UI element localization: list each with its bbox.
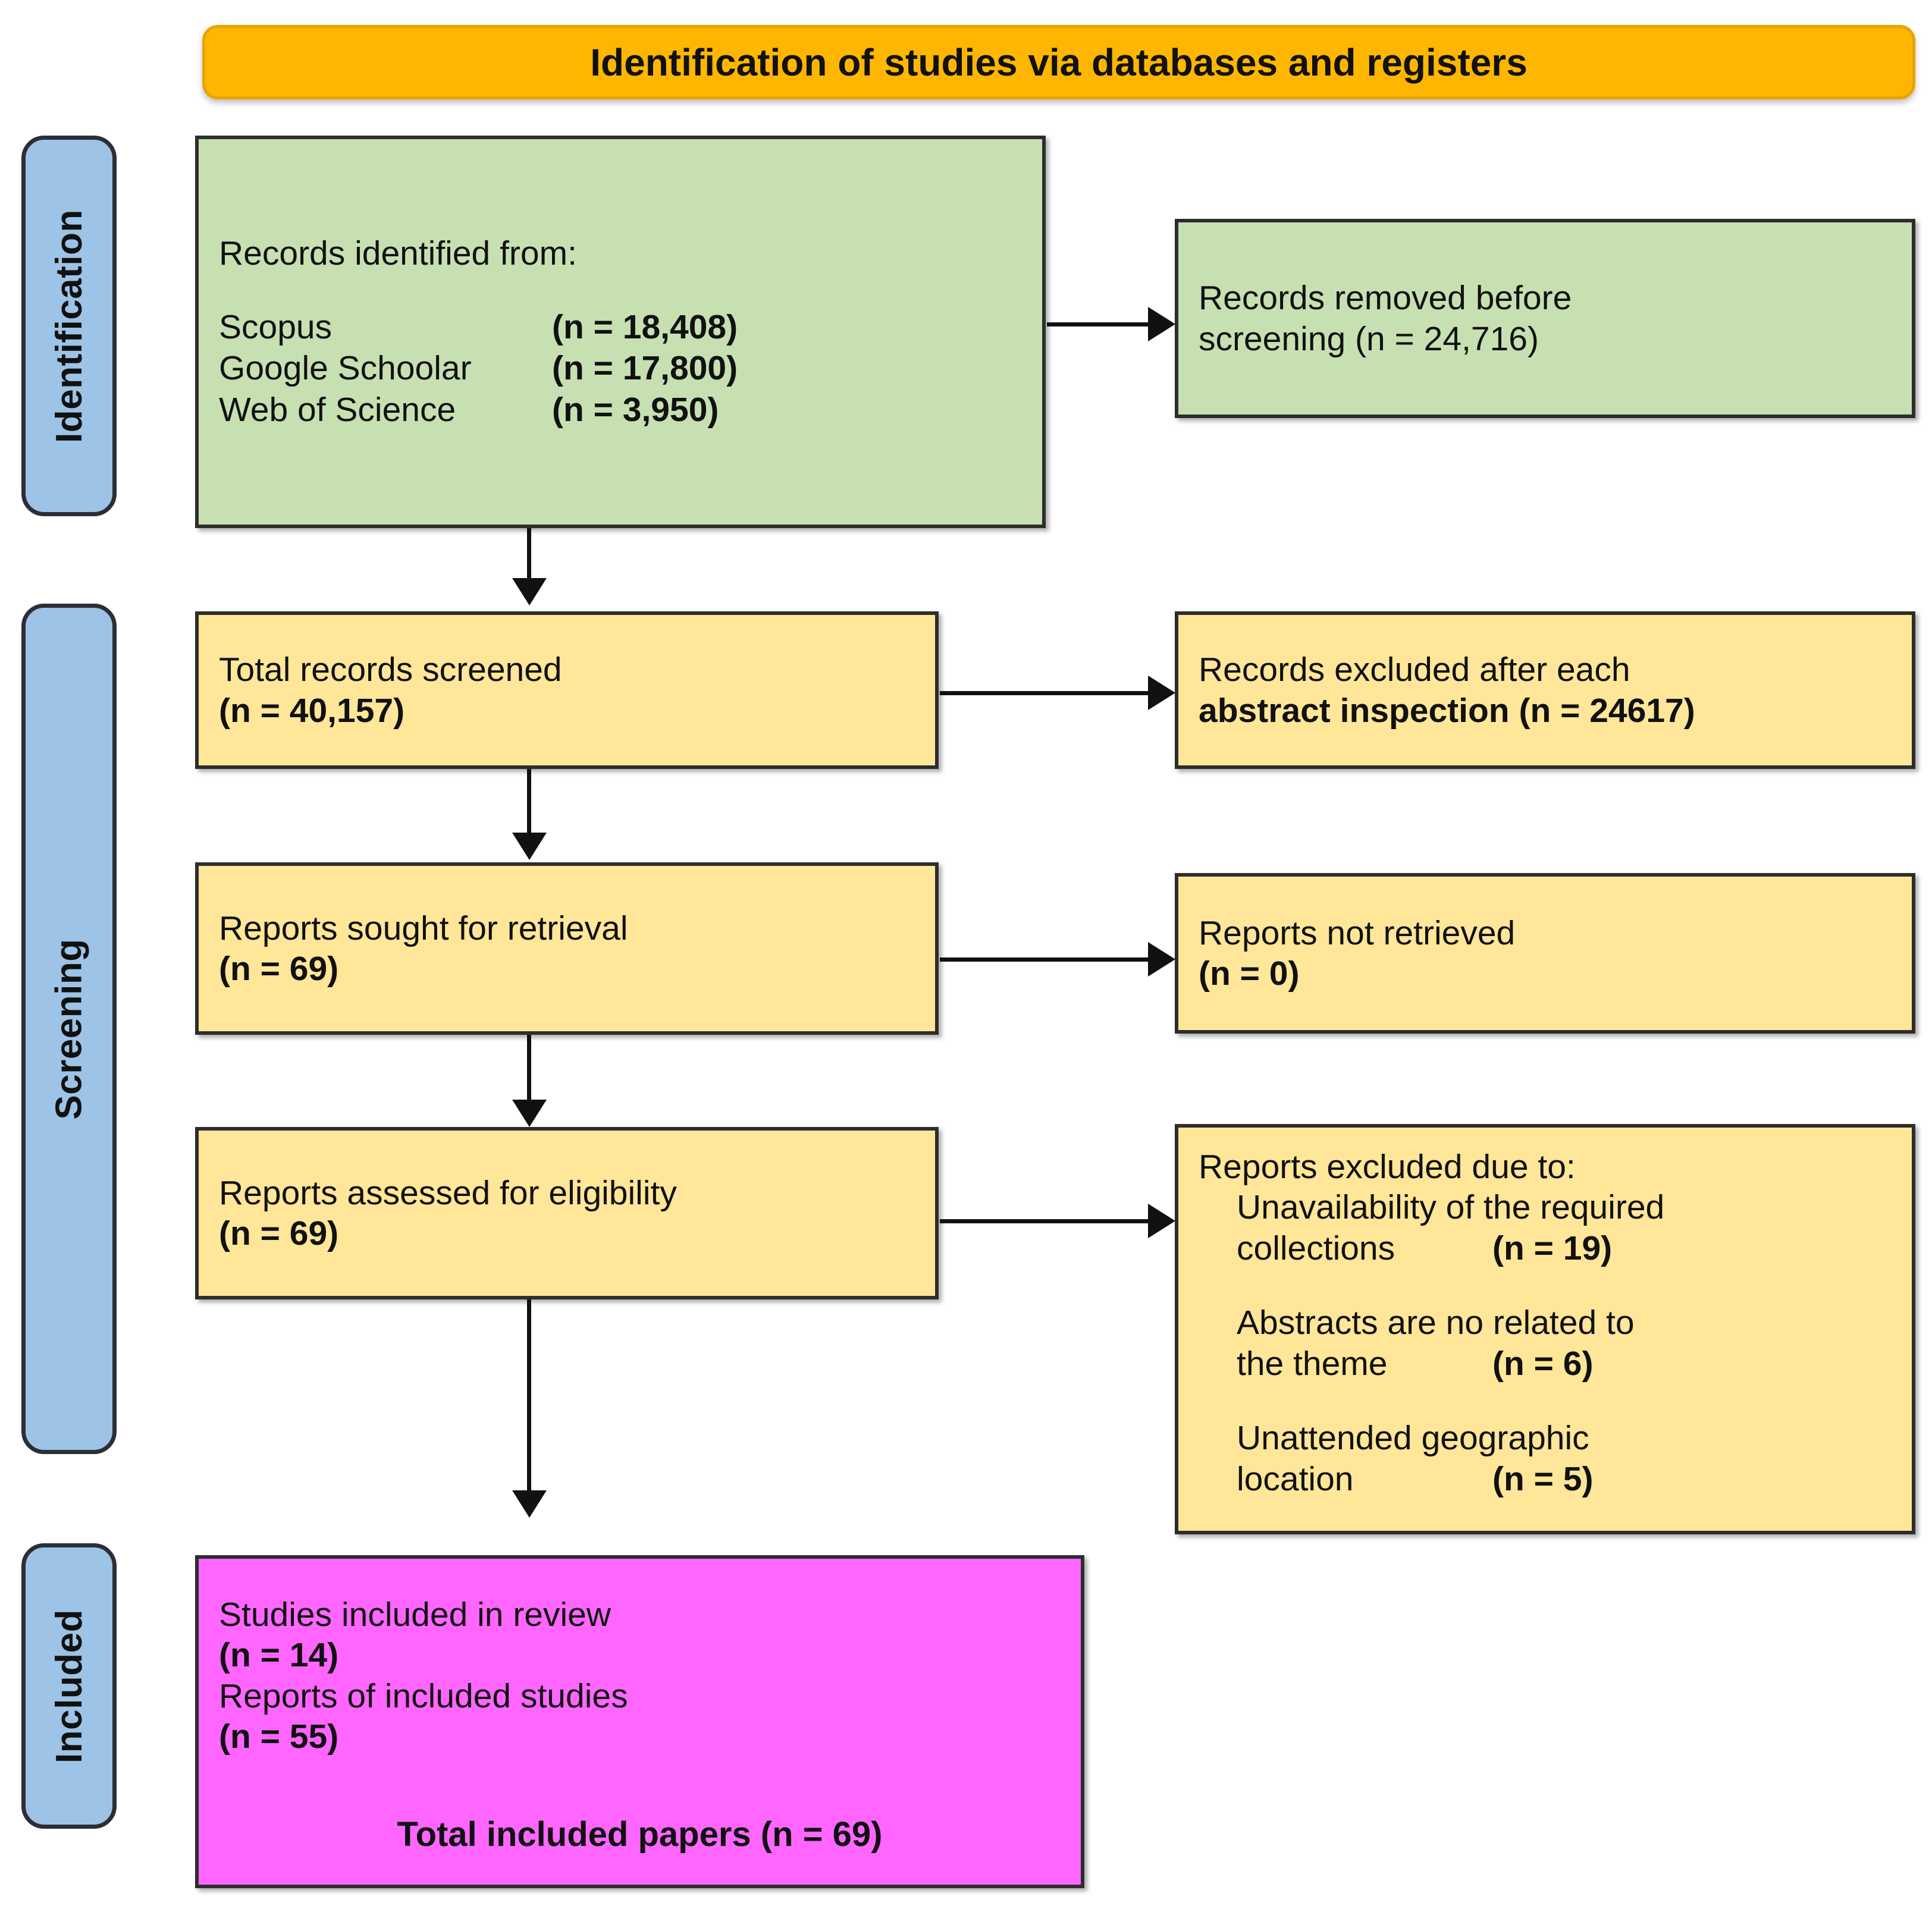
connector-screened-to-excluded: [940, 691, 1153, 695]
box-reports-assessed-for-eligibility: Reports assessed for eligibility (n = 69…: [195, 1127, 939, 1299]
stage-rail-identification: Identification: [21, 136, 117, 516]
reports-excluded-heading: Reports excluded due to:: [1199, 1148, 1576, 1186]
source-count-scopus: (n = 18,408): [552, 307, 738, 346]
stage-rail-identification-label: Identification: [48, 209, 90, 443]
connector-assessed-to-excluded: [940, 1219, 1153, 1223]
banner-title: Identification of studies via databases …: [590, 40, 1528, 84]
connector-identified-to-removed: [1047, 322, 1153, 326]
exclusion-reason-3-line-2: location (n = 5): [1199, 1459, 1892, 1500]
exclusion-reason-1-line-2: collections (n = 19): [1199, 1228, 1892, 1270]
total-included-papers: Total included papers (n = 69): [397, 1814, 883, 1854]
box-reports-excluded-due-to: Reports excluded due to: Unavailability …: [1175, 1124, 1915, 1534]
reports-of-included-studies-label: Reports of included studies: [219, 1676, 628, 1715]
source-name-web-of-science: Web of Science: [219, 390, 456, 429]
records-removed-text-italic-screening: screening: [1199, 319, 1346, 358]
reports-of-included-studies-count: (n = 55): [219, 1718, 339, 1756]
arrowhead-screened-to-sought: [512, 833, 547, 860]
banner-identification-header: Identification of studies via databases …: [202, 25, 1915, 99]
records-removed-line-1: Records removed before: [1199, 278, 1892, 318]
exclusion-reason-1-count: (n = 19): [1492, 1229, 1613, 1267]
records-identified-heading: Records identified from:: [219, 234, 577, 272]
reports-assessed-label: Reports assessed for eligibility: [219, 1173, 677, 1212]
source-count-google-schoolar: (n = 17,800): [552, 349, 738, 388]
box-total-records-screened: Total records screened (n = 40,157): [195, 611, 939, 769]
studies-included-label: Studies included in review: [219, 1596, 611, 1634]
studies-included-count: (n = 14): [219, 1636, 339, 1675]
exclusion-reason-1-line-1: Unavailability of the required: [1237, 1188, 1665, 1227]
arrowhead-assessed-to-excluded: [1148, 1204, 1175, 1238]
reports-sought-label: Reports sought for retrieval: [219, 909, 628, 947]
box-records-excluded-abstract: Records excluded after each abstract ins…: [1175, 611, 1915, 769]
exclusion-reason-2-count: (n = 6): [1492, 1344, 1594, 1383]
source-name-google-schoolar: Google Schoolar: [219, 349, 472, 388]
exclusion-reason-3-label: location: [1237, 1459, 1354, 1498]
exclusion-reason-2-line-1: Abstracts are no related to: [1237, 1304, 1635, 1342]
exclusion-reason-2-label: the theme: [1237, 1344, 1388, 1383]
box-studies-included: Studies included in review (n = 14) Repo…: [195, 1555, 1084, 1888]
connector-screened-to-sought: [527, 769, 531, 834]
connector-sought-to-assessed: [527, 1035, 531, 1101]
connector-identified-to-screened: [527, 528, 531, 580]
reports-assessed-count: (n = 69): [219, 1214, 339, 1252]
records-excluded-line-1: Records excluded after each: [1199, 651, 1630, 689]
stage-rail-screening: Screening: [21, 604, 117, 1454]
arrowhead-sought-to-assessed: [512, 1100, 547, 1127]
stage-rail-included: Included: [21, 1543, 117, 1829]
source-row-google-schoolar: Google Schoolar (n = 17,800): [219, 348, 1022, 390]
connector-assessed-to-included: [527, 1299, 531, 1493]
arrowhead-identified-to-removed: [1148, 307, 1175, 341]
exclusion-reason-2-line-2: the theme (n = 6): [1199, 1343, 1892, 1385]
records-removed-text-italic-before: before: [1475, 279, 1572, 318]
connector-sought-to-not-retrieved: [940, 957, 1153, 962]
records-excluded-line-2: abstract inspection (n = 24617): [1199, 691, 1695, 730]
box-reports-not-retrieved: Reports not retrieved (n = 0): [1175, 873, 1915, 1034]
reports-sought-count: (n = 69): [219, 950, 339, 988]
arrowhead-identified-to-screened: [512, 578, 547, 605]
source-name-scopus: Scopus: [219, 307, 333, 346]
reports-not-retrieved-label: Reports not retrieved: [1199, 913, 1516, 952]
records-removed-count: (n = 24,716): [1346, 319, 1539, 358]
box-records-removed-before-screening: Records removed before screening (n = 24…: [1175, 219, 1915, 418]
records-removed-line-2: screening (n = 24,716): [1199, 319, 1892, 359]
source-count-web-of-science: (n = 3,950): [552, 390, 719, 429]
stage-rail-screening-label: Screening: [48, 938, 90, 1120]
source-row-scopus: Scopus (n = 18,408): [219, 307, 1022, 349]
box-records-identified: Records identified from: Scopus (n = 18,…: [195, 136, 1046, 528]
exclusion-reason-3-count: (n = 5): [1492, 1459, 1594, 1498]
reports-not-retrieved-count: (n = 0): [1199, 955, 1300, 993]
source-row-web-of-science: Web of Science (n = 3,950): [219, 390, 1022, 431]
exclusion-reason-3-line-1: Unattended geographic: [1237, 1419, 1589, 1458]
records-removed-text-plain: Records removed: [1199, 279, 1476, 318]
total-records-screened-label: Total records screened: [219, 651, 562, 689]
stage-rail-included-label: Included: [48, 1609, 90, 1763]
arrowhead-assessed-to-included: [512, 1490, 547, 1518]
exclusion-reason-1-label: collections: [1237, 1229, 1395, 1267]
box-reports-sought-for-retrieval: Reports sought for retrieval (n = 69): [195, 862, 939, 1035]
arrowhead-sought-to-not-retrieved: [1148, 942, 1175, 977]
arrowhead-screened-to-excluded: [1148, 676, 1175, 710]
total-records-screened-count: (n = 40,157): [219, 691, 405, 730]
